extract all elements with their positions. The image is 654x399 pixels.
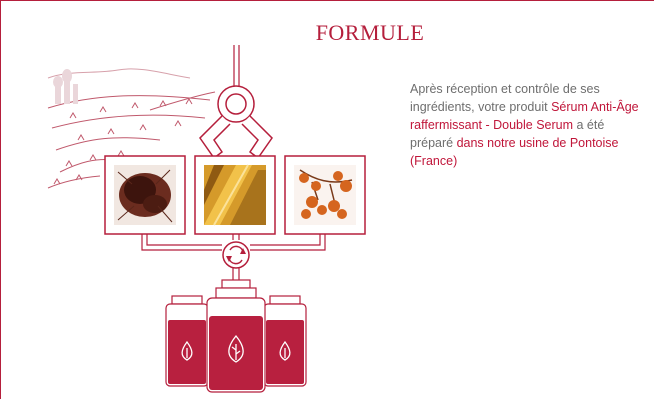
pipes xyxy=(141,234,326,251)
rail xyxy=(233,45,240,86)
product-name: Sérum Anti-Âge raffermissant - Double Se… xyxy=(410,100,639,132)
factory-location: dans notre usine de Pontoise (France) xyxy=(410,136,619,168)
bottle-center xyxy=(206,287,266,393)
formula-description: Après réception et contrôle de ses ingré… xyxy=(410,80,650,170)
drop-leaf-icon xyxy=(181,334,291,363)
fill-nozzle xyxy=(221,268,251,289)
field-tufts xyxy=(53,98,193,185)
robotic-claw-icon xyxy=(199,85,273,160)
description-intro: Après réception et contrôle de ses ingré… xyxy=(410,82,600,114)
tree-silhouettes xyxy=(53,69,78,104)
ingredient-panel-2 xyxy=(194,155,276,235)
recycle-arrows-icon xyxy=(222,241,250,269)
section-title: FORMULE xyxy=(315,20,425,45)
description-middle: a été préparé xyxy=(410,118,605,150)
ingredient-panel-1 xyxy=(104,155,186,235)
ingredient-panel-3 xyxy=(284,155,366,235)
